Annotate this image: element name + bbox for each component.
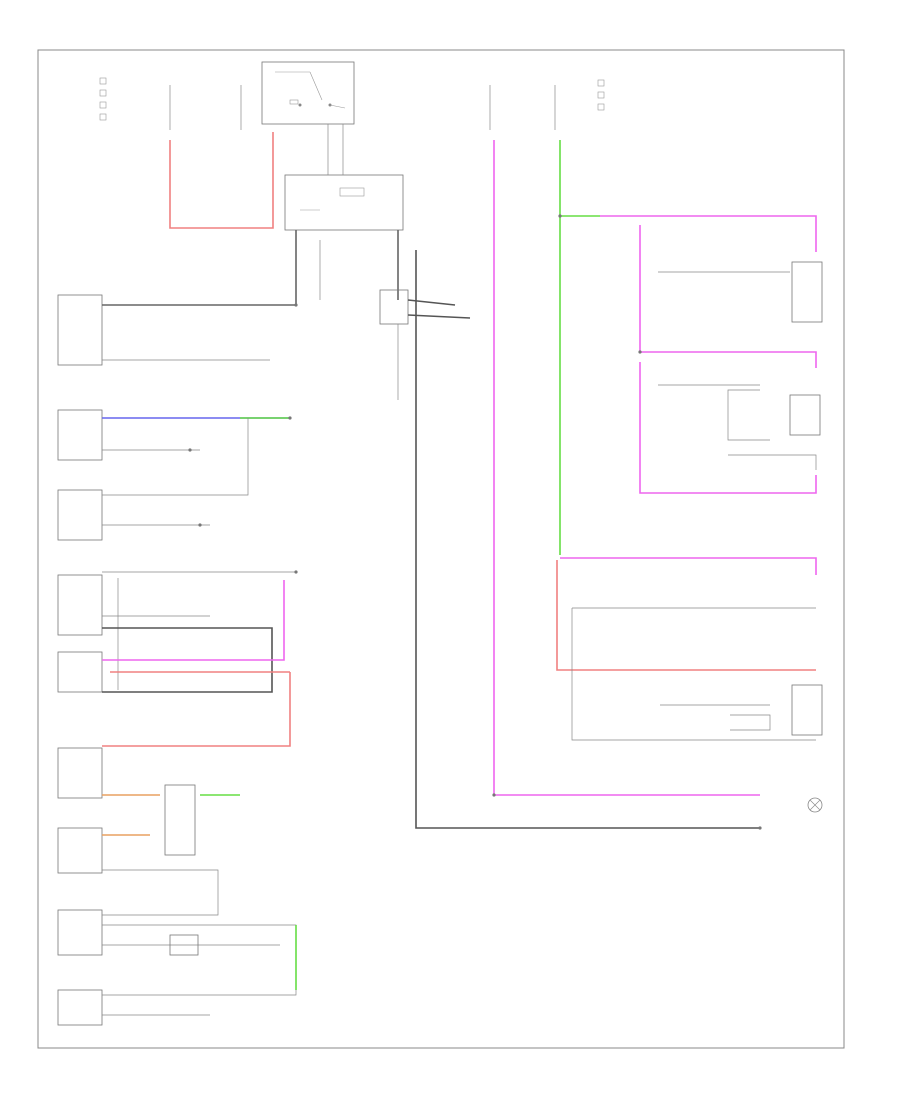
wire-pink-left bbox=[102, 580, 285, 661]
component-2 bbox=[57, 409, 103, 461]
connector-box bbox=[169, 934, 199, 956]
component-5 bbox=[57, 651, 103, 693]
left-components bbox=[57, 294, 103, 1026]
wire-comp7-loop bbox=[102, 869, 219, 916]
left-fuse-block bbox=[99, 77, 242, 130]
component-3 bbox=[57, 489, 103, 541]
wire-pink-lower bbox=[560, 557, 817, 575]
wire-pink-main bbox=[493, 140, 760, 796]
component-1 bbox=[57, 294, 103, 366]
component-7 bbox=[57, 827, 103, 874]
dimmer-connector bbox=[379, 289, 471, 325]
wire-comp3-loop bbox=[102, 418, 249, 496]
switch-group-1 bbox=[658, 261, 823, 323]
wire-gray-ground bbox=[415, 250, 760, 829]
headlight-relay bbox=[284, 174, 404, 231]
sheet-border bbox=[37, 49, 845, 1049]
lamp-icon bbox=[807, 797, 823, 813]
switch-group-2 bbox=[658, 384, 821, 470]
component-9 bbox=[57, 989, 103, 1026]
ignition-switch bbox=[261, 61, 355, 125]
wire-pink-loop-1 bbox=[639, 225, 817, 368]
wire-right-loop bbox=[571, 608, 816, 741]
component-8 bbox=[57, 909, 103, 956]
switch-group-3 bbox=[660, 684, 823, 736]
component-6 bbox=[57, 747, 103, 799]
right-fuses bbox=[489, 79, 605, 130]
wire-pink-loop-2 bbox=[639, 362, 817, 494]
wire-comp8-loop bbox=[102, 924, 297, 996]
dimmer-module bbox=[164, 784, 196, 856]
wire-red-left bbox=[102, 672, 291, 747]
connector-dots bbox=[188, 214, 762, 830]
wire-red-right bbox=[556, 560, 816, 671]
wire-pink-top bbox=[600, 215, 817, 252]
wire-red-feed bbox=[169, 132, 274, 229]
component-4 bbox=[57, 574, 103, 636]
